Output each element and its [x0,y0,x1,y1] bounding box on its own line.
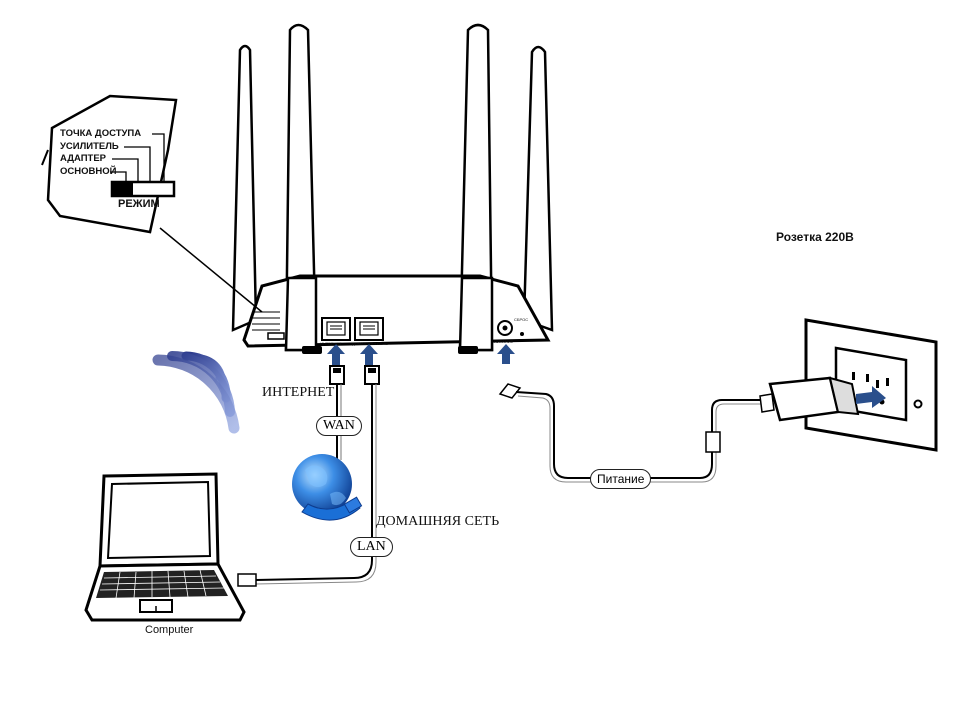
internet-port [321,317,351,341]
router-port-home-label: ДОМАШНЯЯ СЕТЬ [352,341,388,346]
mode-slider-knob [113,183,133,195]
wan-cable [329,365,345,460]
home-network-port [354,317,384,341]
plug-arrow-icon [856,386,886,408]
router-port-reset-label: СБРОС [514,317,529,322]
laptop [84,472,246,622]
home-network-label: ДОМАШНЯЯ СЕТЬ [376,514,500,529]
power-port [497,320,513,336]
lan-cable [237,365,380,587]
reset-button [520,332,524,336]
router-mode-switch [252,311,285,340]
antenna-left-outer [231,44,258,332]
router-port-power-label: ПИТАНИЕ [494,339,514,344]
arrow-internet-icon [327,344,345,366]
power-label: Питание [590,469,652,489]
globe-icon [292,454,363,521]
mode-option-adapter: АДАПТЕР [60,153,107,164]
arrow-power-icon [497,344,515,364]
mode-panel-callout [41,94,263,313]
mode-option-repeater: УСИЛИТЕЛЬ [60,141,119,152]
mode-option-main: ОСНОВНОЙ [60,166,117,177]
port-arrows [327,344,515,366]
lan-label: LAN [350,537,393,557]
power-cable [498,383,770,483]
mode-option-access-point: ТОЧКА ДОСТУПА [60,128,142,139]
antenna-right-inner [458,23,494,352]
router [231,23,554,354]
wifi-signal-icon [152,351,240,434]
laptop-keyboard [96,570,228,598]
mode-switch-label: РЕЖИМ [118,198,160,210]
antenna-right-outer [522,45,554,332]
antenna-left-inner [284,23,318,352]
power-adapter [759,376,886,422]
router-port-internet-label: ИНТЕРНЕТ [320,341,342,346]
socket-label: Розетка 220В [776,230,854,244]
internet-label: ИНТЕРНЕТ [262,385,335,400]
wan-label: WAN [316,416,362,436]
computer-label: Computer [145,624,194,636]
arrow-home-icon [360,344,378,366]
